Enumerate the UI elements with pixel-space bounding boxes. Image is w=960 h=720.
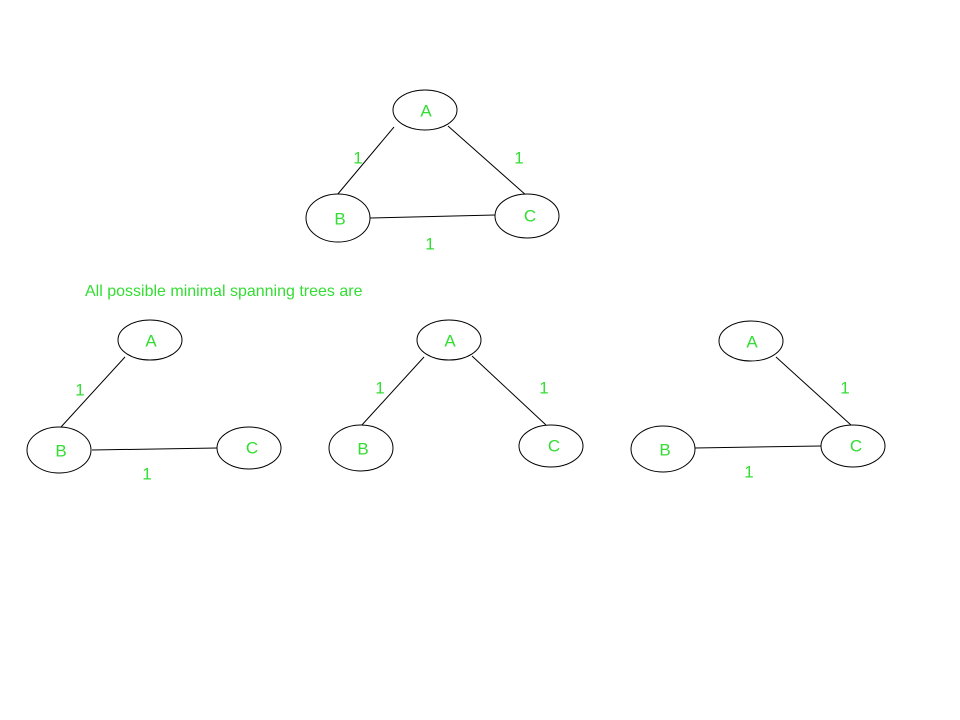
- edge-b-c: [369, 214, 496, 219]
- edge-a-c-weight: 1: [539, 379, 548, 398]
- spanning-tree-2: A B C 1 1: [328, 319, 584, 472]
- edge-a-b-weight: 1: [75, 381, 84, 400]
- edge-a-c: [471, 355, 547, 426]
- node-a-label: A: [746, 333, 758, 352]
- edge-a-b: [60, 356, 126, 428]
- edge-a-b-weight: 1: [375, 379, 384, 398]
- node-b-label: B: [334, 210, 345, 229]
- node-a: [117, 319, 183, 361]
- node-b-label: B: [659, 441, 670, 460]
- node-c-label: C: [850, 437, 862, 456]
- edge-b-c: [91, 447, 218, 451]
- edge-b-c-weight: 1: [142, 465, 151, 484]
- node-a: [718, 320, 784, 362]
- node-c-label: C: [246, 439, 258, 458]
- edge-a-c-weight: 1: [840, 379, 849, 398]
- node-c-label: C: [524, 207, 536, 226]
- node-a-label: A: [444, 332, 456, 351]
- node-b: [26, 426, 92, 474]
- node-b: [305, 193, 371, 243]
- node-b: [630, 425, 696, 473]
- node-b-label: B: [357, 440, 368, 459]
- node-c: [820, 424, 886, 468]
- node-c: [518, 424, 584, 468]
- node-b: [328, 424, 394, 472]
- node-a-label: A: [145, 332, 157, 351]
- spanning-tree-1: A B C 1 1: [26, 319, 282, 484]
- original-graph: A B C 1 1 1: [305, 89, 560, 254]
- edge-b-c: [694, 445, 822, 449]
- node-b-label: B: [55, 442, 66, 461]
- node-c-label: C: [548, 437, 560, 456]
- node-a: [416, 319, 482, 361]
- edge-a-c: [447, 125, 528, 197]
- node-c: [494, 193, 560, 239]
- edge-a-b: [360, 356, 425, 427]
- edge-b-c-weight: 1: [744, 463, 753, 482]
- node-c: [216, 426, 282, 470]
- edge-a-c-weight: 1: [514, 149, 523, 168]
- node-a: [392, 89, 458, 131]
- edge-a-b: [336, 126, 395, 196]
- edge-b-c-weight: 1: [425, 235, 434, 254]
- edge-a-b-weight: 1: [353, 149, 362, 168]
- node-a-label: A: [420, 102, 432, 121]
- edge-a-c: [775, 356, 852, 426]
- caption: All possible minimal spanning trees are: [85, 283, 363, 300]
- spanning-tree-3: A B C 1 1: [630, 320, 886, 482]
